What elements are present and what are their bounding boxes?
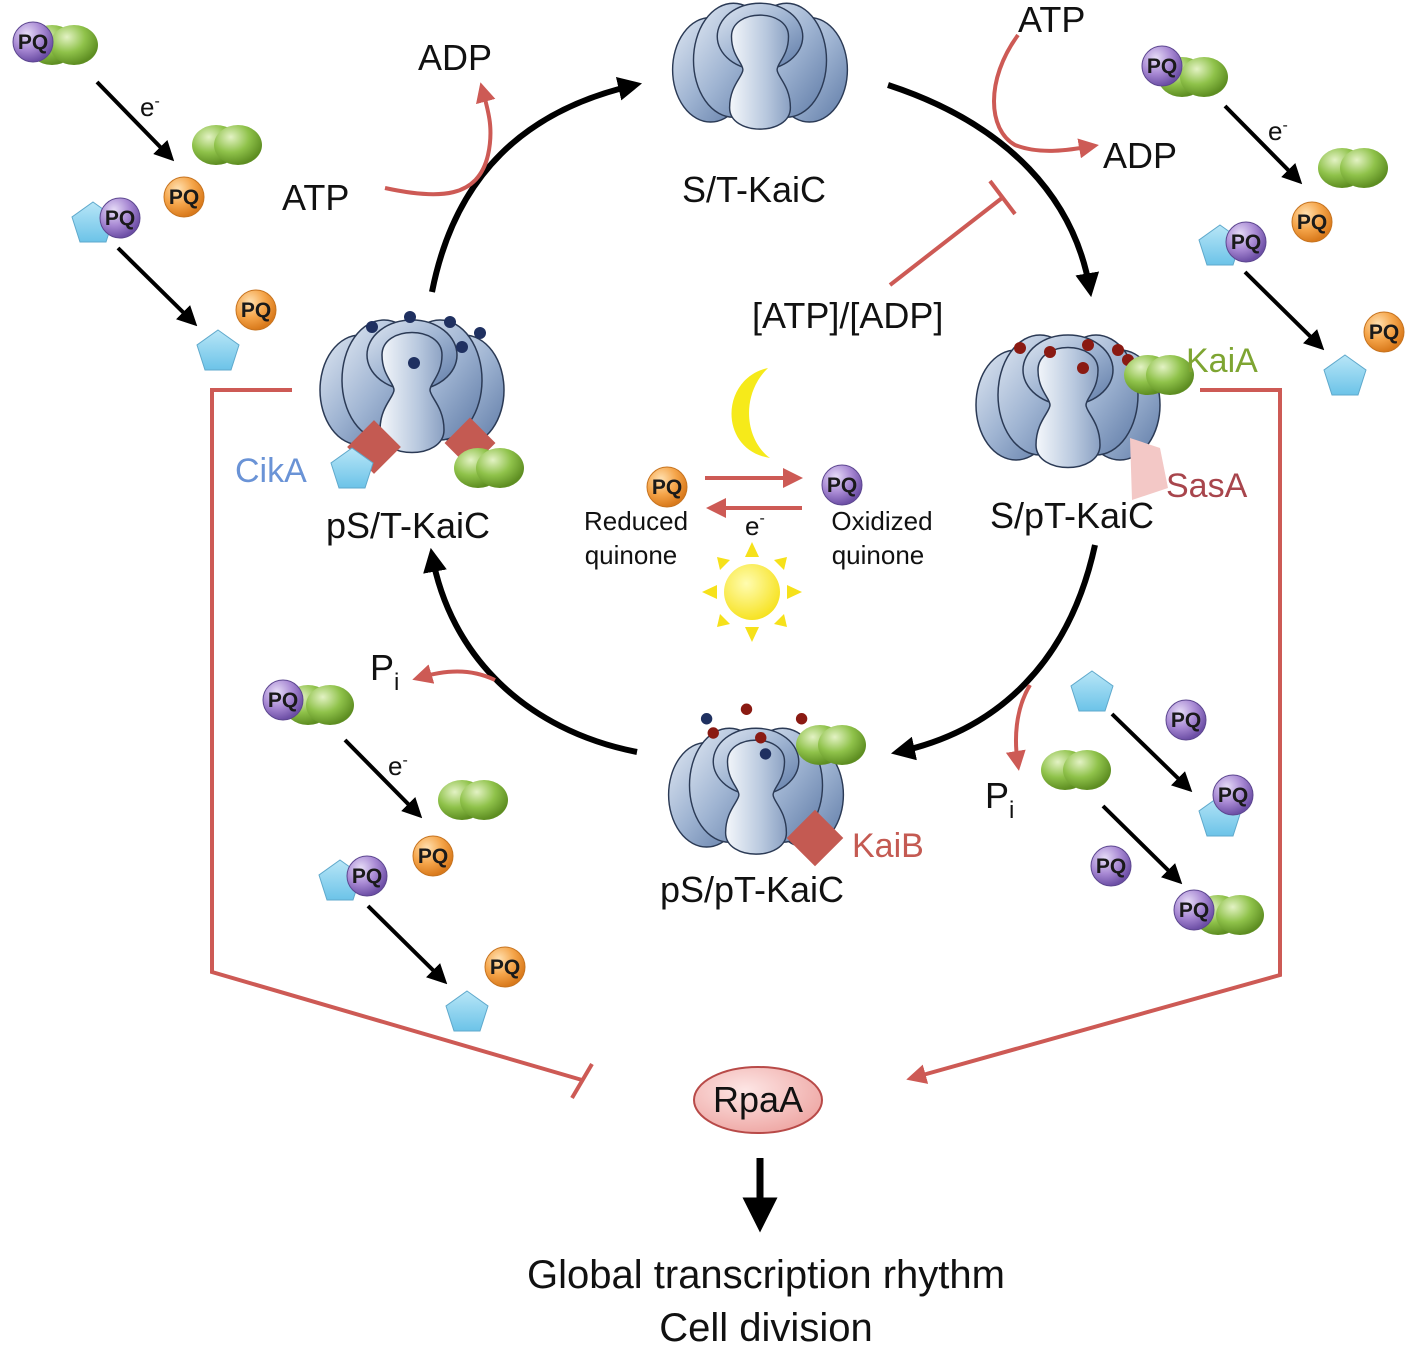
svg-text:PQ: PQ: [241, 299, 271, 322]
svg-text:PQ: PQ: [1096, 855, 1126, 878]
sasa-rpaa-activation: [906, 388, 1282, 1084]
sun-icon: [702, 542, 802, 642]
svg-text:PQ: PQ: [1369, 321, 1399, 344]
arrow-right-to-bottom: [890, 544, 1098, 761]
reduced-quinone-label-2: quinone: [585, 540, 678, 570]
svg-text:PQ: PQ: [18, 31, 48, 54]
atp-label-right: ATP: [1018, 0, 1085, 40]
svg-text:PQ: PQ: [352, 865, 382, 888]
oxidized-quinone-label-1: Oxidized: [831, 506, 932, 536]
atp-adp-arrow-right: [992, 33, 1099, 159]
svg-text:PQ: PQ: [1171, 709, 1201, 732]
kaia-label: KaiA: [1186, 342, 1258, 380]
rpaa-label: RpaA: [713, 1079, 803, 1120]
cika-rpaa-inhibition-bar: [570, 1062, 594, 1100]
pq-reduced-center-label: PQ: [652, 476, 682, 499]
arrow-top-to-right: [887, 82, 1100, 298]
svg-text:PQ: PQ: [1147, 55, 1177, 78]
kaic-top: [671, 2, 849, 130]
etransfer-bottom-right: PQ PQ PQ PQ: [1041, 670, 1264, 935]
atp-label-left: ATP: [282, 177, 349, 218]
pi-label-left: Pi: [370, 647, 399, 696]
kaib-label: KaiB: [852, 827, 924, 865]
svg-text:PQ: PQ: [1231, 231, 1261, 254]
svg-text:PQ: PQ: [418, 845, 448, 868]
adp-label-right: ADP: [1103, 135, 1177, 176]
sasa-label: SasA: [1166, 467, 1248, 505]
pq-oxidized-center-label: PQ: [827, 474, 857, 497]
kaia-on-left: [454, 448, 524, 488]
svg-text:PQ: PQ: [1297, 211, 1327, 234]
kaic-left: [319, 311, 505, 454]
electron-center: e-: [745, 510, 765, 541]
svg-text:PQ: PQ: [1179, 899, 1209, 922]
phospho-t-sites: [1014, 339, 1134, 374]
oxidized-quinone-label-2: quinone: [832, 540, 925, 570]
rpaa-node: [693, 1066, 823, 1134]
kaic-bottom: [667, 703, 845, 855]
etransfer-bottom-left: PQ e- PQ PQ PQ: [262, 679, 526, 1032]
state-right-label: S/pT-KaiC: [990, 495, 1154, 536]
etransfer-top-left: PQ e- PQ PQ PQ: [12, 21, 277, 371]
svg-text:PQ: PQ: [105, 207, 135, 230]
arrow-bottom-to-left: [423, 547, 638, 755]
kaib-square-bottom: [786, 809, 844, 867]
kaia-on-right: [1124, 355, 1194, 395]
state-left-label: pS/T-KaiC: [326, 505, 490, 546]
ratio-inhibition: [888, 196, 1004, 287]
reduced-quinone-label-1: Reduced: [584, 506, 688, 536]
atp-adp-ratio-label: [ATP]/[ADP]: [752, 295, 943, 336]
state-bottom-label: pS/pT-KaiC: [660, 869, 844, 910]
etransfer-top-right: PQ e- PQ PQ PQ: [1141, 45, 1405, 396]
svg-text:e-: e-: [1268, 116, 1288, 146]
phospho-st-sites: [700, 703, 808, 760]
cika-rpaa-inhibition: [210, 388, 583, 1082]
svg-text:e-: e-: [388, 751, 408, 781]
ratio-inhibition-bar: [988, 179, 1017, 216]
kaic-right: [975, 334, 1161, 469]
svg-text:PQ: PQ: [1218, 784, 1248, 807]
sasa-shape: [1130, 438, 1168, 500]
cika-label: CikA: [235, 452, 307, 490]
svg-text:PQ: PQ: [268, 689, 298, 712]
output-line-1: Global transcription rhythm: [527, 1253, 1005, 1297]
kaia-on-bottom: [796, 725, 866, 765]
adp-label-left: ADP: [418, 37, 492, 78]
phospho-s-sites: [366, 311, 486, 369]
output-line-2: Cell division: [659, 1306, 872, 1348]
pi-arrow-right: [1005, 683, 1032, 771]
pi-label-right: Pi: [985, 775, 1014, 824]
svg-text:PQ: PQ: [169, 186, 199, 209]
svg-text:e-: e-: [140, 92, 160, 122]
state-top-label: S/T-KaiC: [682, 169, 826, 210]
arrow-left-to-top: [429, 77, 643, 293]
moon-icon: [731, 368, 770, 458]
atp-adp-arrow-left: [384, 82, 496, 197]
pi-arrow-left: [412, 664, 496, 684]
svg-text:PQ: PQ: [490, 956, 520, 979]
